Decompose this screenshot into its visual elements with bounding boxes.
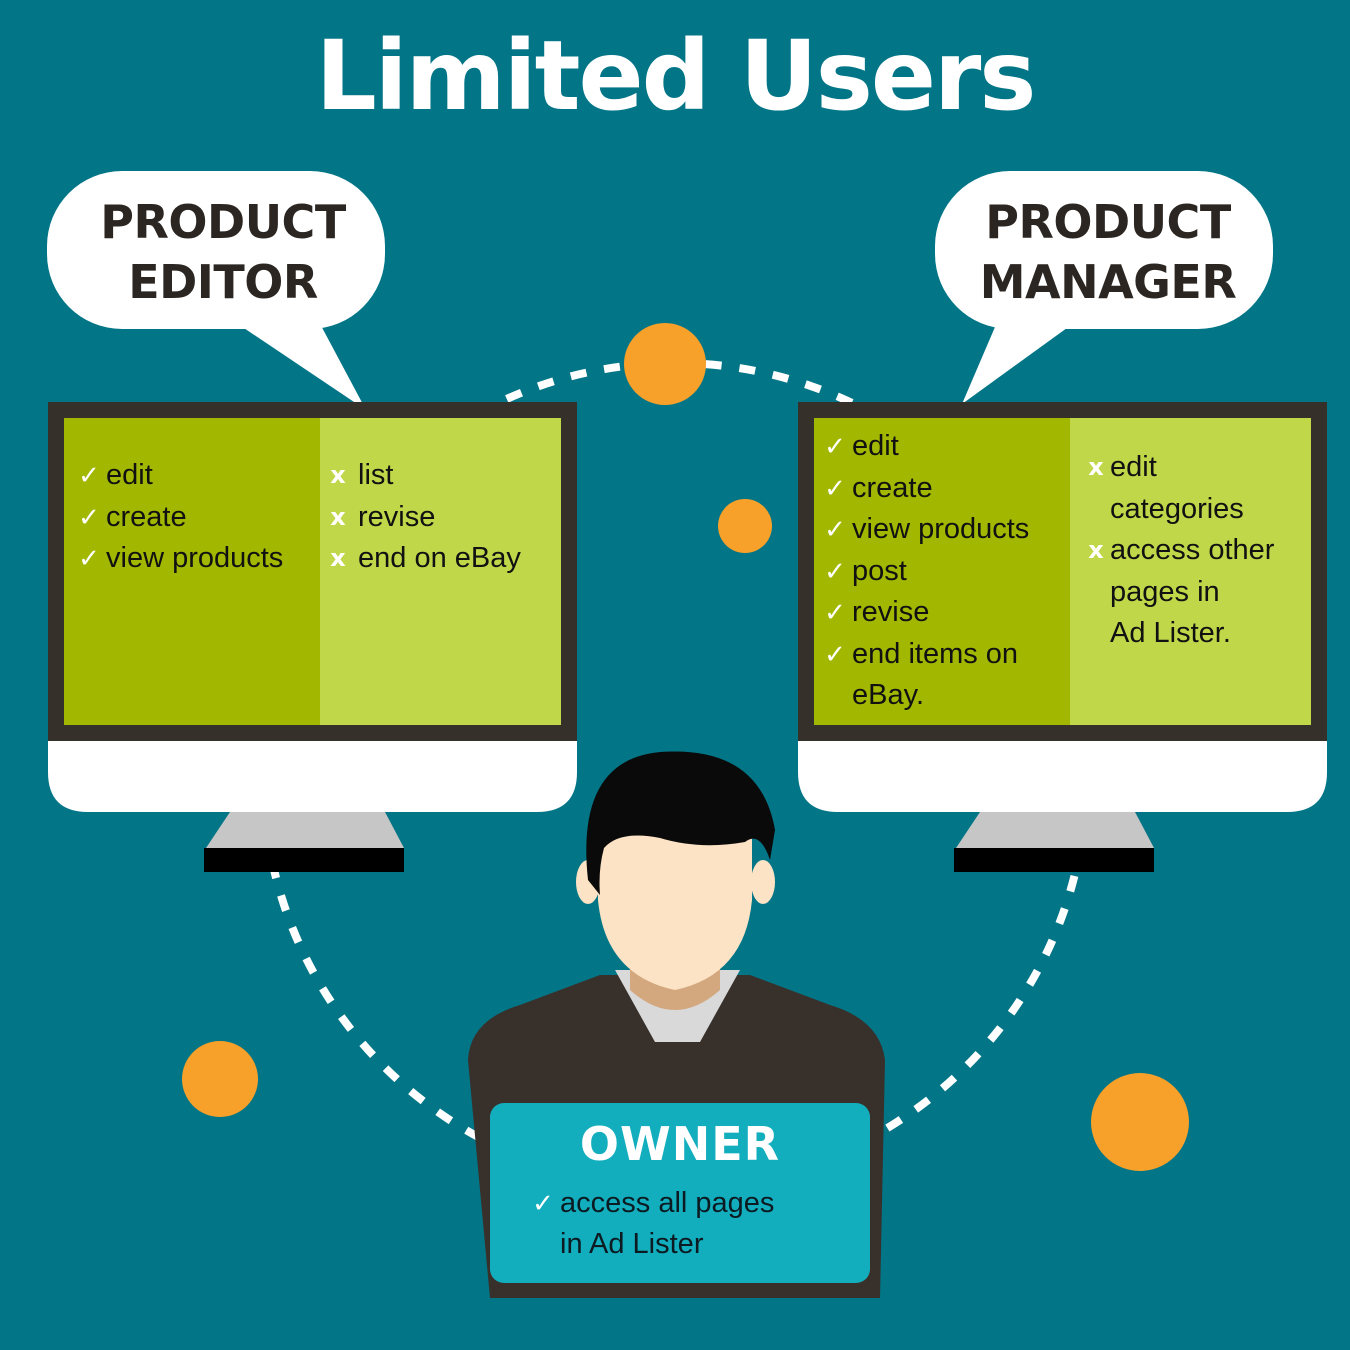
screen-manager: ✓edit ✓create ✓view products ✓post ✓revi… xyxy=(814,418,1311,725)
permission-item: ✓edit xyxy=(72,455,320,497)
check-icon: ✓ xyxy=(824,555,846,586)
check-icon: ✓ xyxy=(824,472,846,503)
owner-card: OWNER ✓access all pages in Ad Lister xyxy=(490,1103,870,1283)
check-icon: ✓ xyxy=(78,501,100,532)
permission-item: ✓end items on eBay. xyxy=(818,634,1070,717)
role-label-editor: PRODUCT EDITOR xyxy=(60,192,386,312)
page-title: Limited Users xyxy=(315,20,1037,132)
check-icon: ✓ xyxy=(824,431,846,461)
permission-item: ✓post xyxy=(818,551,1070,593)
check-icon: ✓ xyxy=(824,514,846,544)
permission-item: ✓access all pages in Ad Lister xyxy=(526,1183,856,1265)
permission-item: ✓view products xyxy=(72,538,320,580)
speech-bubble-manager xyxy=(935,171,1273,404)
check-icon: ✓ xyxy=(532,1188,554,1218)
role-label-line: PRODUCT xyxy=(985,195,1231,249)
permission-item: ✓view products xyxy=(818,509,1070,551)
x-icon: x xyxy=(330,461,346,489)
x-icon: x xyxy=(330,544,346,572)
orange-dot-small xyxy=(718,499,772,553)
orange-dot-right xyxy=(1091,1073,1189,1171)
permission-item: ✓edit xyxy=(818,426,1070,468)
orange-dot-top xyxy=(624,323,706,405)
role-label-line: EDITOR xyxy=(128,255,318,309)
check-icon: ✓ xyxy=(78,460,100,490)
check-icon: ✓ xyxy=(824,638,846,669)
permissions-allowed: ✓access all pages in Ad Lister xyxy=(526,1183,856,1265)
x-icon: x xyxy=(330,502,346,531)
speech-bubble-editor xyxy=(47,171,385,410)
role-label-line: MANAGER xyxy=(979,255,1237,309)
check-icon: ✓ xyxy=(824,597,846,627)
check-icon: ✓ xyxy=(78,543,100,573)
permissions-allowed: ✓edit ✓create ✓view products xyxy=(64,418,320,725)
x-icon: x xyxy=(1088,453,1104,481)
orange-dot-left xyxy=(182,1041,258,1117)
role-label-line: PRODUCT xyxy=(100,195,346,249)
role-label-manager: PRODUCT MANAGER xyxy=(945,192,1271,312)
role-label-owner: OWNER xyxy=(579,1117,781,1171)
permission-item: ✓create xyxy=(818,468,1070,510)
permission-item: ✓revise xyxy=(818,592,1070,634)
permission-item: ✓create xyxy=(72,497,320,539)
x-icon: x xyxy=(1088,536,1104,564)
permissions-allowed: ✓edit ✓create ✓view products ✓post ✓revi… xyxy=(814,418,1070,725)
